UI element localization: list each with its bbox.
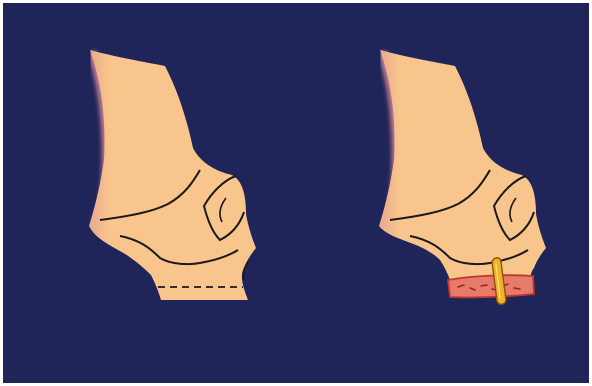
bone-graft	[448, 275, 534, 297]
